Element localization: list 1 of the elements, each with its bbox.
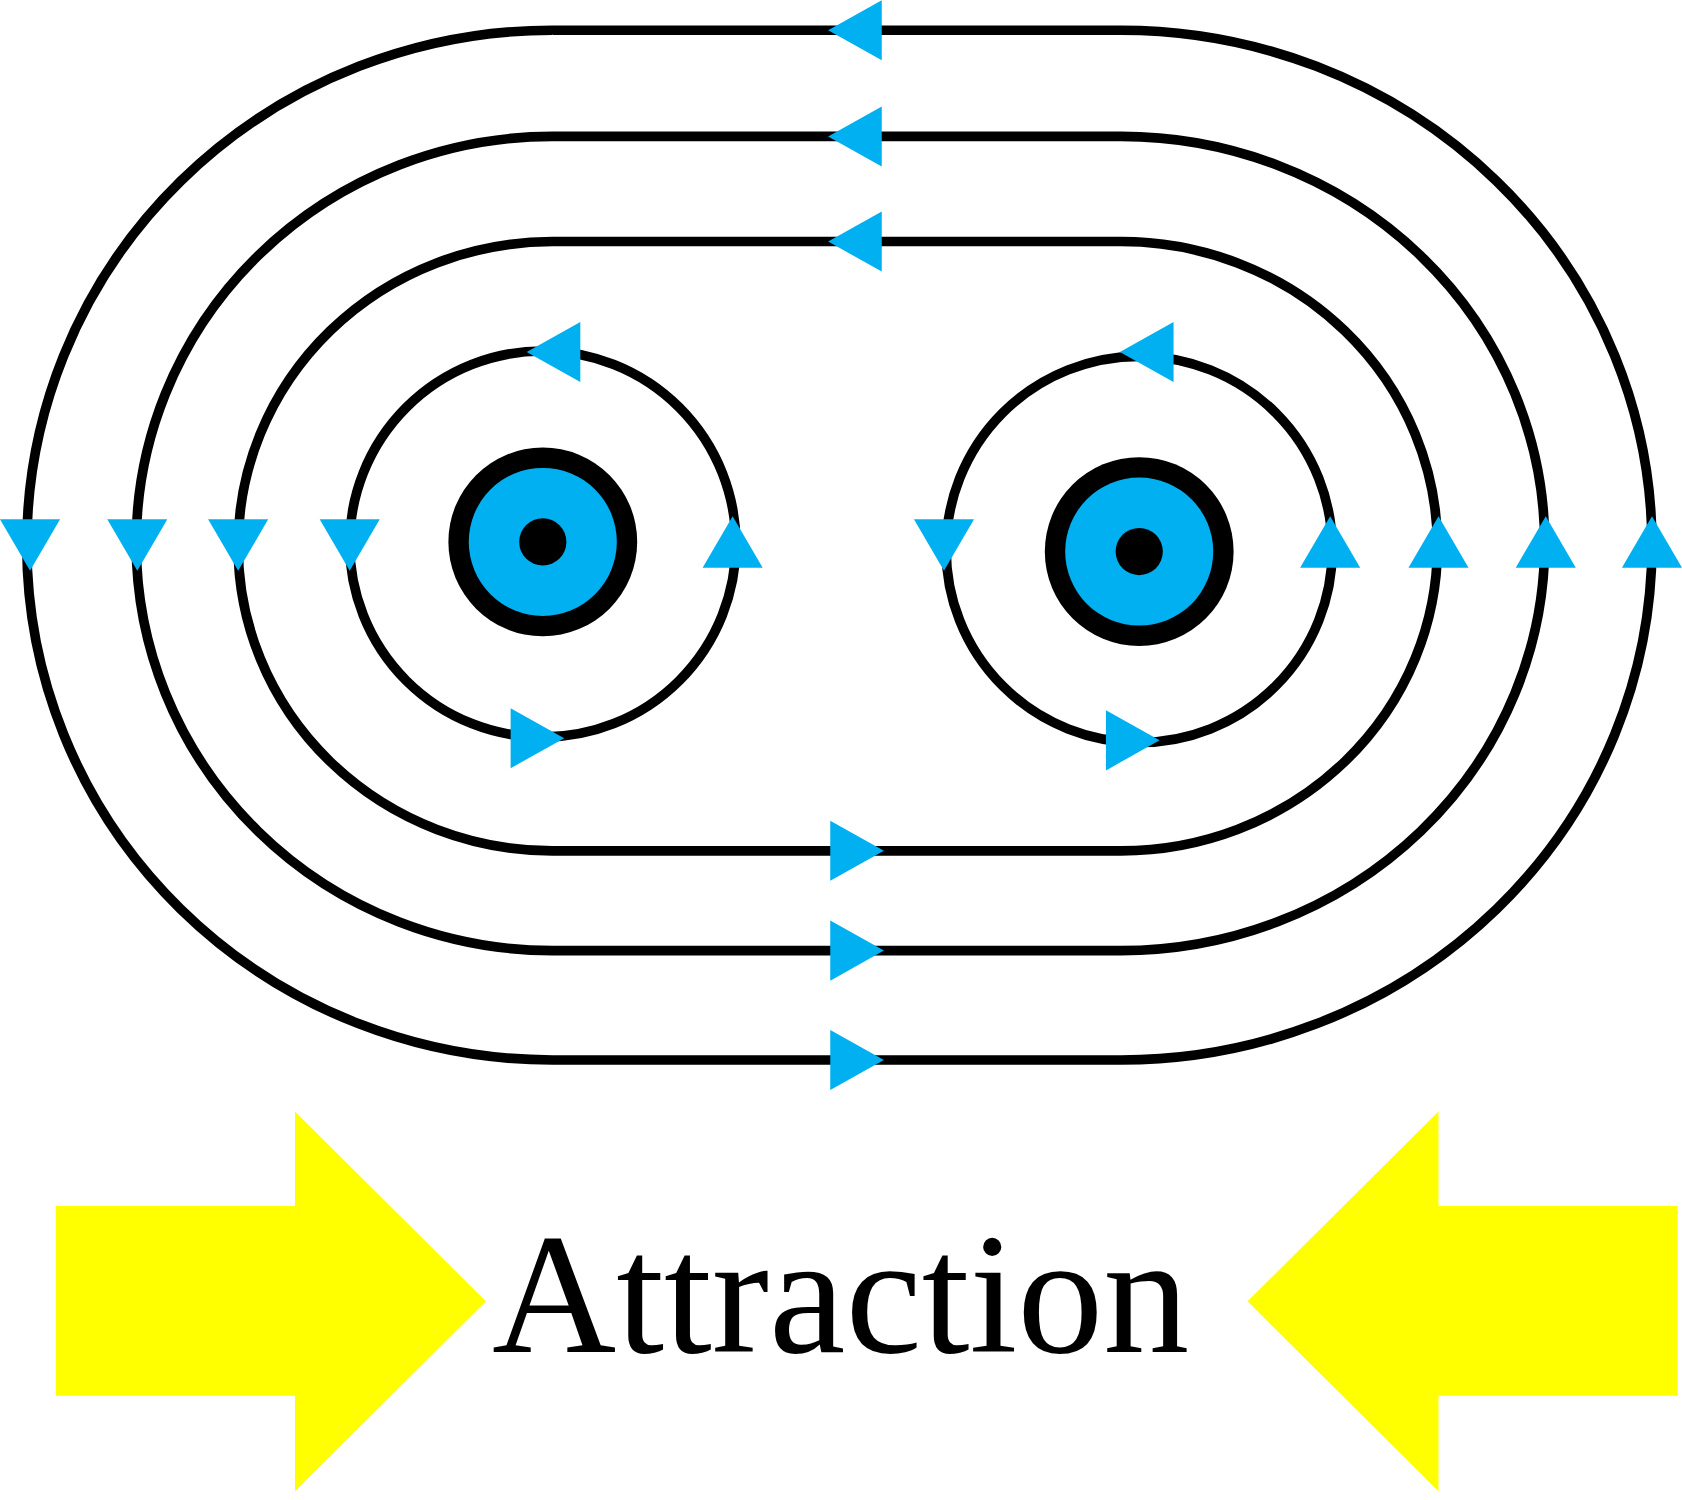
force-label: Attraction bbox=[492, 1208, 1190, 1380]
